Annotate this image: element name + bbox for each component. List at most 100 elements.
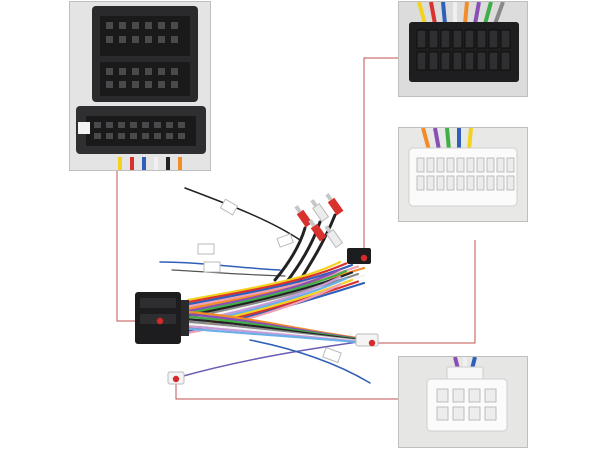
connector-pin [476,29,487,49]
wire-tags [197,198,342,364]
bundle-wire [186,262,348,304]
16-pin-plug-on-harness [347,248,371,264]
callout-line-10pin [175,379,410,400]
connector-pin [446,157,455,173]
connector-pin [506,157,515,173]
connector-pin [452,388,465,403]
connector-pin [466,157,475,173]
connector-pin [106,122,113,128]
connector-pin [171,22,178,29]
connector-pin [416,29,427,49]
callout-dots [156,254,376,383]
connector-pin [158,22,165,29]
connector-pin [94,122,101,128]
connector-pin [486,175,495,191]
connector-pin [154,122,161,128]
connector-pin [426,175,435,191]
connector-pin [468,406,481,421]
connector-pin [416,51,427,71]
connector-pin [436,157,445,173]
connector-pin [476,51,487,71]
connector-pin [158,68,165,75]
connector-pin [500,29,511,49]
20-pin-female-connector-icon [399,128,527,221]
connector-pin [416,175,425,191]
connector-pin [464,51,475,71]
connector-pin [142,122,149,128]
connector-pin [145,22,152,29]
connector-pin [452,29,463,49]
connector-pin [446,175,455,191]
connector-pin [476,175,485,191]
bundle-wire [186,268,342,313]
connector-pin [486,157,495,173]
connector-pin [452,51,463,71]
connector-pin [166,122,173,128]
connector-pin [416,157,425,173]
iso-connector-icon [70,2,210,170]
10-pin-connector-icon [399,357,527,447]
connector-pin [484,406,497,421]
connector-pin [130,133,137,139]
connector-pin [436,406,449,421]
connector-pin [476,157,485,173]
photo-16pin-connector [398,1,528,97]
connector-pin [145,81,152,88]
callout-line-16pin [363,57,398,258]
connector-pin [132,68,139,75]
connector-pin [154,133,161,139]
photo-10pin-white-connector [398,356,528,448]
connector-pin [178,133,185,139]
wire-blue-left2 [171,269,286,277]
connector-pin [496,157,505,173]
iso-plug-on-harness [135,292,189,344]
connector-pin [436,388,449,403]
bundle-wire [186,265,360,308]
photo-20pin-white-connector [398,127,528,222]
connector-pin [106,68,113,75]
connector-pin [496,175,505,191]
connector-pin [158,81,165,88]
connector-pin [440,29,451,49]
wire-blue-low [249,339,371,384]
connector-pin [436,175,445,191]
connector-pin [132,36,139,43]
connector-pin [466,175,475,191]
connector-pin [118,122,125,128]
rca-plugs [294,193,344,249]
bundle-wire [186,327,360,344]
connector-pin [106,36,113,43]
connector-pin [130,122,137,128]
connector-pin [171,68,178,75]
connector-pin [171,36,178,43]
connector-pin [426,157,435,173]
connector-pin [484,388,497,403]
connector-pin [452,406,465,421]
connector-pin [428,29,439,49]
connector-pin [106,133,113,139]
connector-pin [106,22,113,29]
connector-pin [119,81,126,88]
callout-dot-iso [156,317,164,325]
connector-pin [145,36,152,43]
connector-pin [166,133,173,139]
callout-dot-20pin [368,339,376,347]
connector-pin [506,175,515,191]
connector-pin [488,51,499,71]
wire-purple-low [175,339,373,379]
bundle-wire [186,260,342,302]
bundle-wire [186,269,348,315]
connector-pin [456,175,465,191]
connector-pin [456,157,465,173]
connector-pin [440,51,451,71]
connector-pin [119,68,126,75]
connector-pin [178,122,185,128]
connector-pin [158,36,165,43]
connector-pin [132,81,139,88]
connector-pin [145,68,152,75]
connector-pin [118,133,125,139]
connector-pin [106,81,113,88]
connector-pin [132,22,139,29]
wire-black-long [184,187,301,241]
